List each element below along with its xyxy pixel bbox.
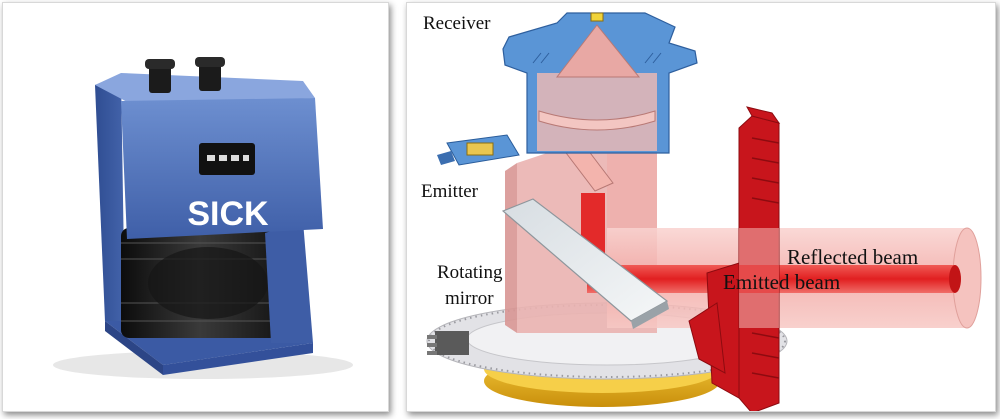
scanner-diagram-panel: Receiver Emitter Rotating mirror Reflect… [406,2,996,412]
scanner-photo-panel: SICK [2,2,389,412]
photodiode [590,12,604,22]
scanner-diagram: Receiver Emitter Rotating mirror Reflect… [421,12,982,411]
brand-logo: SICK [187,195,269,233]
emitter-assembly [437,134,520,166]
connector-pins [427,331,469,355]
rotating-mirror [501,198,669,329]
receiver-housing [502,12,698,154]
label-emitted-beam: Emitted beam [723,270,840,294]
label-receiver: Receiver [423,13,491,34]
receiver-cone [555,24,641,78]
label-rotating-mirror-line2: mirror [445,288,494,309]
cable-connectors [145,57,225,93]
receiver-lens [538,110,656,131]
label-reflected-beam: Reflected beam [787,245,918,269]
scanner-photo: SICK [53,57,353,379]
label-emitter: Emitter [421,181,479,202]
label-rotating-mirror-line1: Rotating [437,262,503,283]
